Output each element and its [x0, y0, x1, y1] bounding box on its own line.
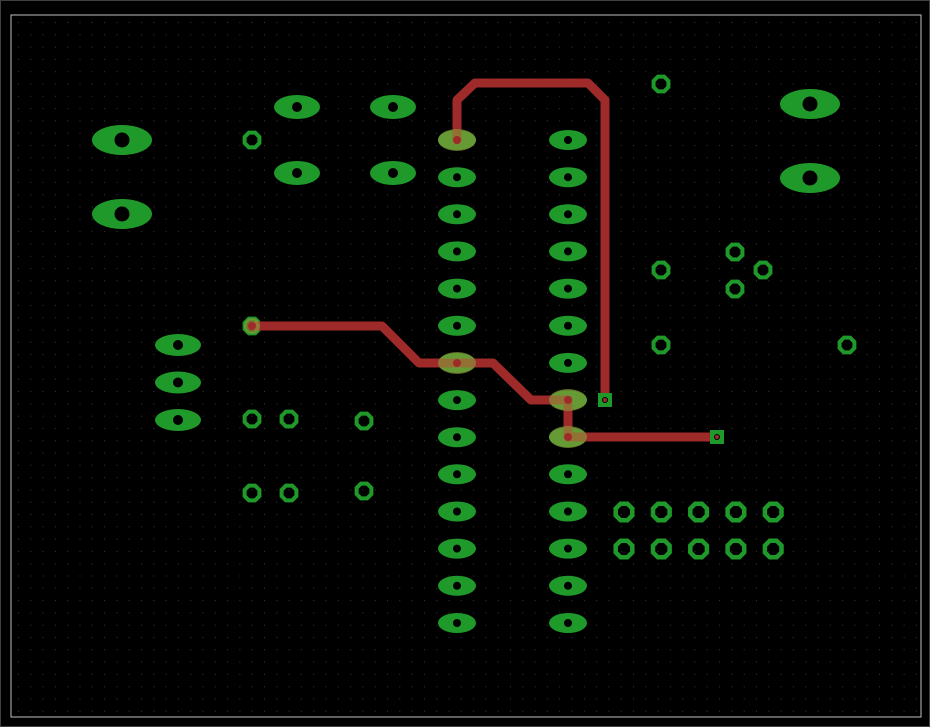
header-2x5-pin[interactable]	[762, 538, 784, 560]
header-2x5-pin[interactable]	[650, 538, 672, 560]
via-icon[interactable]	[354, 411, 374, 431]
via-icon[interactable]	[651, 74, 671, 94]
dip-ic-right-row	[549, 130, 587, 633]
oval-pad-right-top[interactable]	[780, 89, 840, 119]
via-icon[interactable]	[279, 483, 299, 503]
vias	[242, 74, 857, 503]
switch-pad-4[interactable]	[370, 161, 416, 185]
dip-pin-24[interactable]	[549, 278, 587, 299]
dip-pin-18[interactable]	[549, 501, 587, 522]
via-icon[interactable]	[242, 409, 262, 429]
dip-pin-16[interactable]	[549, 575, 587, 596]
pad-layer	[92, 74, 857, 633]
header-2x5-pin[interactable]	[725, 538, 747, 560]
board-outline	[10, 14, 922, 718]
dip-pin-27[interactable]	[549, 167, 587, 188]
header-2x5-pin[interactable]	[613, 501, 635, 523]
header-3pin-pin-2[interactable]	[155, 371, 201, 394]
header-2x5-pin[interactable]	[650, 501, 672, 523]
dip-pin-14[interactable]	[438, 613, 476, 633]
drill-mark-via-left	[248, 322, 256, 330]
oval-pad-right-bottom[interactable]	[780, 163, 840, 193]
via-icon[interactable]	[242, 483, 262, 503]
dip-pin-4[interactable]	[438, 241, 476, 262]
dip-pin-5[interactable]	[438, 278, 476, 299]
dip-pin-17[interactable]	[549, 538, 587, 559]
square-pad-top-loop-end[interactable]	[598, 393, 612, 407]
dip-pin-22[interactable]	[549, 352, 587, 373]
via-icon[interactable]	[651, 335, 671, 355]
dip-pin-3[interactable]	[438, 204, 476, 225]
dip-pin-10[interactable]	[438, 464, 476, 485]
via-icon[interactable]	[753, 260, 773, 280]
dip-pin-26[interactable]	[549, 204, 587, 225]
dip-pin-28[interactable]	[549, 130, 587, 150]
switch-pad-3[interactable]	[274, 161, 320, 185]
oval-pad-left-bottom[interactable]	[92, 199, 152, 229]
header-3pin-pin-3[interactable]	[155, 409, 201, 431]
dip-pin-11[interactable]	[438, 501, 476, 522]
drill-mark-pin7	[453, 359, 461, 367]
dip-pin-15[interactable]	[549, 613, 587, 633]
dip-pin-25[interactable]	[549, 241, 587, 262]
via-icon[interactable]	[279, 409, 299, 429]
via-icon[interactable]	[242, 130, 262, 150]
square-pad-right-end[interactable]	[710, 430, 724, 444]
trace-top-loop[interactable]	[452, 78, 610, 405]
dip-pin-19[interactable]	[549, 464, 587, 485]
via-icon[interactable]	[837, 335, 857, 355]
dip-pin-23[interactable]	[549, 315, 587, 336]
drill-mark-pin22	[564, 396, 572, 404]
header-2x5-pin[interactable]	[688, 538, 710, 560]
header-3pin-pin-1[interactable]	[155, 334, 201, 356]
header-2x5-pin[interactable]	[613, 538, 635, 560]
header-2x5-pin[interactable]	[762, 501, 784, 523]
dip-ic-left-row	[438, 130, 476, 633]
header-2x5-pin[interactable]	[725, 501, 747, 523]
switch-pad-2[interactable]	[370, 95, 416, 119]
dip-pin-6[interactable]	[438, 315, 476, 336]
via-icon[interactable]	[651, 260, 671, 280]
dip-pin-9[interactable]	[438, 427, 476, 448]
oval-pad-left-top[interactable]	[92, 125, 152, 155]
drill-mark-pin1	[453, 136, 461, 144]
via-icon[interactable]	[354, 481, 374, 501]
dip-pin-8[interactable]	[438, 390, 476, 411]
dip-pin-2[interactable]	[438, 167, 476, 188]
header-3pin	[155, 334, 201, 431]
via-icon[interactable]	[725, 242, 745, 262]
drill-mark-pin21	[564, 433, 572, 441]
switch-pad-1[interactable]	[274, 95, 320, 119]
header-2x5-pin[interactable]	[688, 501, 710, 523]
dip-pin-12[interactable]	[438, 538, 476, 559]
via-icon[interactable]	[725, 279, 745, 299]
trace-layer	[244, 78, 724, 448]
dip-pin-13[interactable]	[438, 575, 476, 596]
header-2x5	[613, 501, 784, 560]
